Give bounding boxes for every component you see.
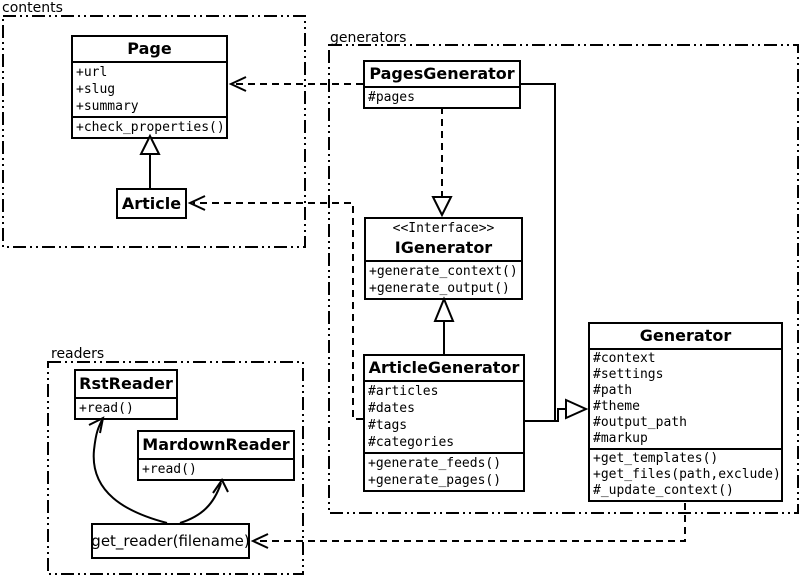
class-attribute: #settings (593, 367, 664, 382)
class-attribute: #output_path (593, 415, 687, 430)
package-label-contents: contents (2, 0, 65, 16)
class-mardown-reader: MardownReader +read() (137, 430, 295, 481)
class-attribute: #context (593, 351, 656, 366)
open-arrowhead-icon (250, 533, 269, 549)
class-attribute: #categories (368, 435, 455, 450)
class-attribute: #path (593, 383, 633, 398)
class-attribute: #articles (368, 384, 439, 399)
class-page: Page +url +slug +summary +check_properti… (71, 35, 228, 139)
node-get-reader-label: get_reader(filename) (91, 532, 250, 550)
class-article-generator: ArticleGenerator #articles #dates #tags … (363, 354, 525, 492)
dependency-pagesgenerator-to-page (228, 76, 363, 92)
class-attribute: #theme (593, 399, 640, 414)
class-pages-generator-attributes: #pages (365, 86, 519, 107)
open-arrowhead-icon (88, 416, 105, 434)
class-mardown-reader-methods: +read() (139, 458, 293, 479)
arrow-getreader-to-mardownreader (179, 478, 229, 524)
class-method: +generate_pages() (368, 473, 502, 488)
class-method: +get_files(path,exclude) (593, 467, 781, 482)
class-page-attributes: +url +slug +summary (73, 61, 226, 116)
class-article-generator-methods: +generate_feeds() +generate_pages() (365, 452, 523, 490)
dependency-generator-to-getreader (250, 503, 686, 549)
class-generator-attributes: #context #settings #path #theme #output_… (590, 348, 781, 448)
class-attribute: #markup (593, 431, 648, 446)
class-article: Article (116, 188, 187, 219)
class-rst-reader: RstReader +read() (74, 369, 178, 420)
class-igenerator-stereotype: <<Interface>> (392, 221, 495, 236)
class-method: +generate_context() (369, 264, 518, 279)
open-arrowhead-icon (228, 76, 247, 92)
dependency-articlegenerator-to-article (187, 195, 363, 420)
class-article-generator-attributes: #articles #dates #tags #categories (365, 380, 523, 452)
class-attribute: #tags (368, 418, 408, 433)
class-article-generator-name: ArticleGenerator (368, 358, 520, 377)
class-method: +generate_feeds() (368, 456, 502, 471)
class-mardown-reader-name: MardownReader (142, 435, 290, 454)
class-pages-generator: PagesGenerator #pages (363, 60, 521, 109)
class-attribute: #dates (368, 401, 415, 416)
class-generator-methods: +get_templates() +get_files(path,exclude… (590, 448, 781, 500)
class-generator: Generator #context #settings #path #them… (588, 322, 783, 502)
open-arrowhead-icon (187, 195, 206, 211)
generalization-article-to-page (139, 133, 161, 188)
class-page-name: Page (127, 39, 172, 58)
class-article-name: Article (121, 194, 182, 213)
open-arrowhead-icon (212, 478, 229, 494)
class-method: #_update_context() (593, 483, 734, 498)
generalization-articlegenerator-to-igenerator (433, 296, 455, 354)
class-rst-reader-methods: +read() (76, 397, 176, 418)
package-label-generators: generators (330, 30, 409, 46)
package-label-readers: readers (51, 346, 107, 362)
class-pages-generator-name: PagesGenerator (369, 64, 515, 83)
class-method: +read() (142, 462, 197, 477)
class-method: +generate_output() (369, 281, 510, 296)
node-get-reader: get_reader(filename) (91, 523, 250, 559)
class-method: +read() (79, 401, 134, 416)
class-method: +get_templates() (593, 451, 719, 466)
class-igenerator-methods: +generate_context() +generate_output() (366, 260, 521, 298)
class-page-methods: +check_properties() (73, 116, 226, 137)
class-attribute: +url (76, 65, 108, 80)
class-attribute: +slug (76, 82, 116, 97)
class-generator-name: Generator (639, 326, 732, 345)
class-rst-reader-name: RstReader (79, 374, 173, 393)
class-method: +check_properties() (76, 120, 225, 135)
class-igenerator: <<Interface>> IGenerator +generate_conte… (364, 217, 523, 300)
realization-pagesgenerator-to-igenerator (431, 107, 453, 218)
class-attribute: #pages (368, 90, 415, 105)
class-attribute: +summary (76, 99, 139, 114)
class-igenerator-name: IGenerator (394, 238, 493, 257)
generalization-generators-to-generator (521, 83, 589, 422)
class-igenerator-header: <<Interface>> IGenerator (366, 219, 521, 260)
